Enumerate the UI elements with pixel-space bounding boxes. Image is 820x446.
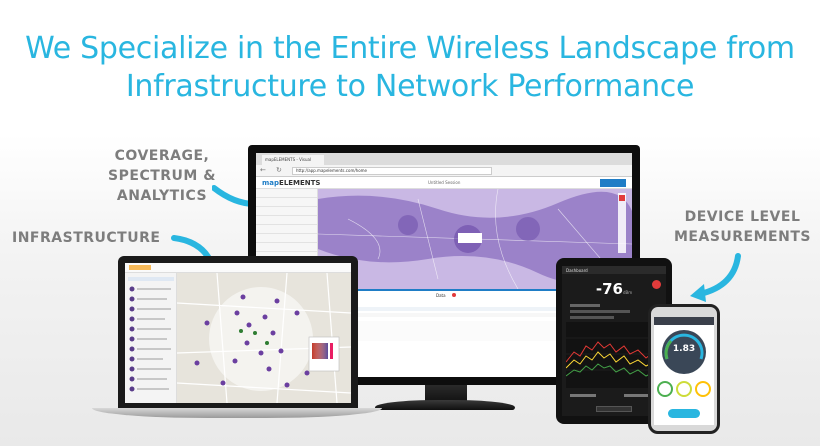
arrow-device-icon	[690, 253, 741, 302]
headline: We Specialize in the Entire Wireless Lan…	[0, 30, 820, 106]
laptop-base	[92, 408, 382, 418]
sidebar-item[interactable]	[256, 189, 317, 198]
sidebar-item[interactable]	[256, 216, 317, 225]
sidebar-item[interactable]	[256, 225, 317, 234]
phone-screen: 1.83	[654, 317, 714, 425]
callout-device-line-1: DEVICE LEVEL	[684, 209, 801, 225]
signal-chart-graphic	[565, 337, 663, 377]
refresh-icon[interactable]: ↻	[276, 166, 282, 174]
tablet-title: Dashboard	[562, 266, 666, 274]
metric-tile	[676, 381, 692, 397]
headline-line-1: We Specialize in the Entire Wireless Lan…	[25, 31, 795, 66]
phone: 1.83	[648, 304, 720, 434]
infrastructure-map-graphic	[177, 273, 351, 403]
tablet-info-rows	[570, 304, 658, 319]
laptop-site-list	[125, 273, 177, 403]
laptop-app-header	[125, 263, 351, 273]
app-header: mapELEMENTS Untitled Session	[256, 177, 632, 189]
back-icon[interactable]: ←	[260, 166, 266, 174]
metric-tiles	[657, 381, 711, 401]
session-title[interactable]: Untitled Session	[428, 180, 461, 185]
laptop-logo	[129, 265, 151, 270]
laptop-screen	[125, 263, 351, 403]
data-panel-title: Data	[436, 293, 446, 298]
start-test-button[interactable]	[668, 409, 700, 418]
callout-device-line-2: MEASUREMENTS	[674, 229, 811, 245]
signal-chart	[565, 322, 663, 388]
callout-coverage-line-3: ANALYTICS	[116, 188, 208, 204]
sidebar-item[interactable]	[256, 234, 317, 243]
user-button[interactable]	[600, 179, 626, 187]
speed-value: 1.83	[672, 344, 696, 354]
metric-tile	[695, 381, 711, 397]
tablet-action-button[interactable]	[596, 406, 632, 412]
sidebar-item[interactable]	[256, 198, 317, 207]
callout-coverage: COVERAGE, SPECTRUM & ANALYTICS	[104, 146, 220, 206]
url-field[interactable]: http://app.mapelements.com/home	[292, 167, 492, 175]
callout-device: DEVICE LEVEL MEASUREMENTS	[670, 207, 815, 247]
panel-close-icon[interactable]	[452, 293, 456, 297]
callout-coverage-line-1: COVERAGE,	[114, 148, 210, 164]
headline-line-2: Infrastructure to Network Performance	[125, 69, 695, 104]
sidebar-item[interactable]	[256, 243, 317, 252]
phone-header	[654, 317, 714, 325]
speed-gauge-graphic	[662, 330, 706, 374]
browser-tab[interactable]: mapELEMENTS - Visual	[262, 155, 324, 165]
metric-tile	[657, 381, 673, 397]
laptop	[118, 256, 358, 408]
monitor-foot	[375, 400, 515, 410]
monitor-neck	[425, 385, 467, 403]
site-list-graphic	[128, 277, 174, 392]
callout-coverage-line-2: SPECTRUM &	[108, 168, 216, 184]
table-header	[262, 307, 622, 311]
infrastructure-map[interactable]	[177, 273, 351, 403]
record-button[interactable]	[652, 280, 661, 289]
callout-infrastructure: INFRASTRUCTURE	[12, 230, 161, 246]
table-row[interactable]	[262, 313, 622, 317]
signal-value: -76dBm	[595, 280, 633, 298]
app-logo: mapELEMENTS	[262, 179, 321, 187]
browser-address-bar: ← ↻ http://app.mapelements.com/home	[256, 165, 632, 177]
browser-tab-strip: mapELEMENTS - Visual	[256, 153, 632, 165]
sidebar-item[interactable]	[256, 207, 317, 216]
monitor-screen: mapELEMENTS - Visual ← ↻ http://app.mape…	[256, 153, 632, 377]
speed-gauge: 1.83	[659, 327, 709, 377]
